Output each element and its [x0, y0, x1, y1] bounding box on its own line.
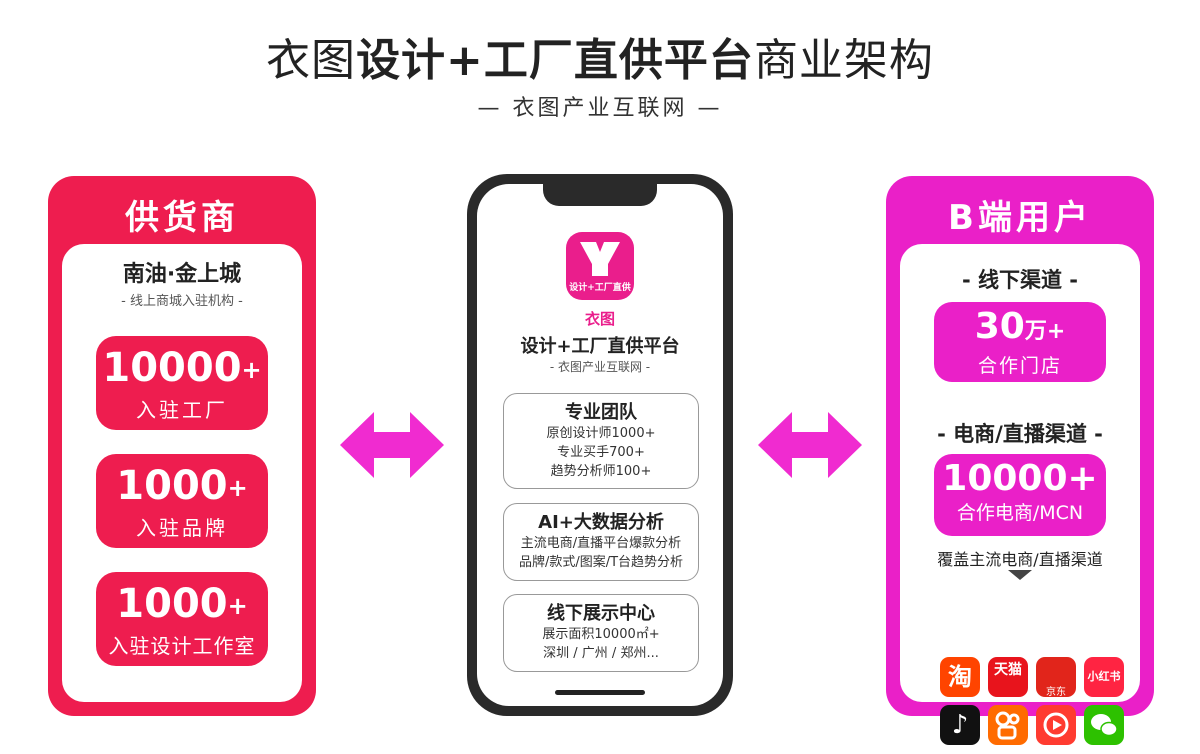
card-line: 品牌/款式/图案/T台趋势分析: [518, 555, 684, 570]
title-part1: 衣图: [266, 35, 357, 86]
card-line: 深圳 / 广州 / 郑州...: [543, 646, 659, 661]
phone-subtitle: - 衣图产业互联网 -: [549, 360, 651, 374]
phone-frame: 设计+工厂直供 衣图 设计+工厂直供平台 - 衣图产业互联网 - 专业团队 原创…: [467, 174, 733, 716]
card-line: 展示面积10000㎡+: [542, 627, 660, 642]
stat-plus: +: [227, 592, 248, 620]
stat-number: 1000: [116, 463, 228, 509]
b-user-heading: B端用户: [948, 198, 1092, 238]
card-line: 专业买手700+: [557, 445, 645, 460]
online-channel-title: - 电商/直播渠道 -: [937, 422, 1103, 446]
app-name: 衣图: [584, 310, 615, 328]
stat-studios: 1000+ 入驻设计工作室: [96, 572, 268, 666]
home-indicator: [555, 690, 645, 695]
card-team: 专业团队 原创设计师1000+ 专业买手700+ 趋势分析师100+: [503, 393, 699, 489]
tmall-icon: 天猫: [988, 657, 1028, 697]
double-arrow-icon: [340, 412, 444, 478]
stat-number: 10000+: [942, 458, 1098, 499]
card-title: 专业团队: [565, 402, 637, 423]
stat-stores: 30万+ 合作门店: [934, 302, 1106, 382]
b-user-panel: B端用户 - 线下渠道 - 30万+ 合作门店 - 电商/直播渠道 - 1000…: [886, 176, 1154, 745]
xiaohongshu-icon: 小红书: [1084, 657, 1124, 697]
card-title: AI+大数据分析: [538, 512, 664, 533]
phone-title: 设计+工厂直供平台: [520, 336, 680, 357]
stat-number: 1000: [116, 581, 228, 627]
kuaishou-icon: [988, 705, 1028, 745]
coverage-text: 覆盖主流电商/直播渠道: [937, 550, 1103, 569]
supplier-brand: 南油·金上城: [122, 262, 242, 287]
stat-label: 入驻品牌: [136, 516, 228, 540]
stat-label: 合作电商/MCN: [956, 502, 1084, 524]
double-arrow-icon: [758, 412, 862, 478]
xigua-icon: [1036, 705, 1076, 745]
b-user-inner: - 线下渠道 - 30万+ 合作门店 - 电商/直播渠道 - 10000+ 合作…: [900, 244, 1140, 745]
stat-number: 10000: [102, 345, 242, 391]
phone-notch: [543, 184, 657, 206]
stat-factories: 10000+ 入驻工厂: [96, 336, 268, 430]
card-ai-analysis: AI+大数据分析 主流电商/直播平台爆款分析 品牌/款式/图案/T台趋势分析: [503, 503, 699, 581]
douyin-icon: ♪: [940, 705, 980, 745]
card-showroom: 线下展示中心 展示面积10000㎡+ 深圳 / 广州 / 郑州...: [503, 594, 699, 672]
stat-label: 入驻设计工作室: [108, 634, 256, 658]
title-part2: 商业架构: [753, 35, 934, 86]
app-logo-icon: 设计+工厂直供: [566, 232, 634, 300]
supplier-panel: 供货商 南油·金上城 - 线上商城入驻机构 - 10000+ 入驻工厂 1000…: [48, 176, 316, 716]
stat-unit: 万+: [1024, 319, 1066, 344]
page-title: 衣图设计+工厂直供平台商业架构: [0, 24, 1200, 88]
card-title: 线下展示中心: [547, 603, 655, 624]
supplier-heading: 供货商: [125, 198, 239, 238]
supplier-inner: 南油·金上城 - 线上商城入驻机构 - 10000+ 入驻工厂 1000+ 入驻…: [62, 244, 302, 702]
offline-channel-title: - 线下渠道 -: [961, 268, 1079, 292]
taobao-icon: 淘: [940, 657, 980, 697]
phone-screen: 设计+工厂直供 衣图 设计+工厂直供平台 - 衣图产业互联网 - 专业团队 原创…: [477, 184, 723, 706]
stat-label: 合作门店: [977, 355, 1062, 377]
wechat-icon: [1084, 705, 1124, 745]
title-bold: 设计+工厂直供平台: [356, 35, 754, 86]
caret-down-icon: [1008, 570, 1032, 580]
stat-mcn: 10000+ 合作电商/MCN: [934, 454, 1106, 536]
page-subtitle: — 衣图产业互联网 —: [477, 96, 723, 121]
stat-brands: 1000+ 入驻品牌: [96, 454, 268, 548]
supplier-brand-sub: - 线上商城入驻机构 -: [121, 294, 243, 309]
app-logo-text: 设计+工厂直供: [569, 281, 631, 293]
stat-label: 入驻工厂: [136, 398, 228, 422]
stat-number: 30: [974, 306, 1025, 347]
stat-plus: +: [227, 474, 248, 502]
card-line: 主流电商/直播平台爆款分析: [520, 536, 682, 551]
jd-icon: 京东: [1036, 657, 1076, 698]
stat-plus: +: [241, 356, 262, 384]
card-line: 原创设计师1000+: [546, 426, 656, 441]
card-line: 趋势分析师100+: [550, 464, 652, 479]
